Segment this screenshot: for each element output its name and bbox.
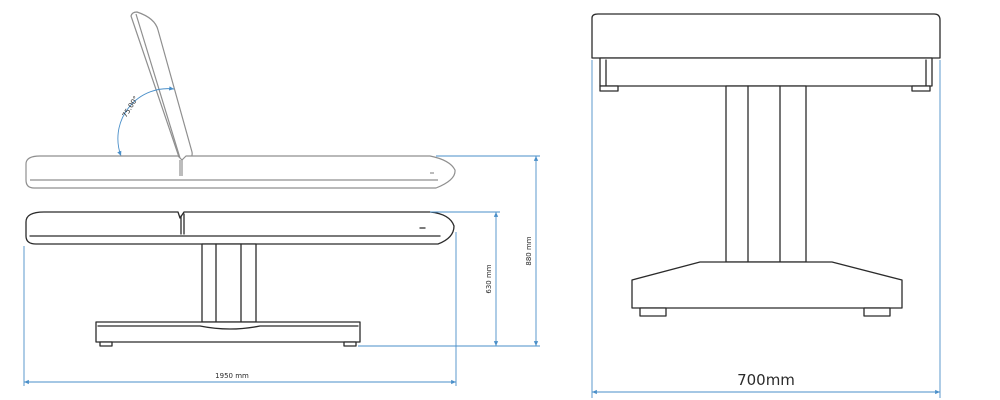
dimension-height-low: 630 mm <box>358 211 500 347</box>
end-column <box>725 85 807 263</box>
side-column <box>201 243 257 323</box>
side-base <box>95 321 361 347</box>
raised-backrest <box>130 11 193 161</box>
end-tabletop <box>591 13 941 92</box>
dimension-length: 1950 mm <box>23 232 457 386</box>
lowered-tabletop <box>25 211 455 245</box>
end-base <box>631 261 903 317</box>
height-low-label: 630 mm <box>485 264 493 293</box>
width-label: 700mm <box>737 371 795 389</box>
side-view: 75.00° <box>23 11 540 386</box>
dimension-width: 700mm <box>591 60 941 398</box>
end-view: 700mm <box>591 13 941 398</box>
height-high-label: 880 mm <box>525 236 533 265</box>
length-label: 1950 mm <box>215 372 249 380</box>
raised-tabletop <box>25 155 456 189</box>
dimension-height-high: 880 mm <box>436 155 540 347</box>
angle-label: 75.00° <box>121 95 140 119</box>
